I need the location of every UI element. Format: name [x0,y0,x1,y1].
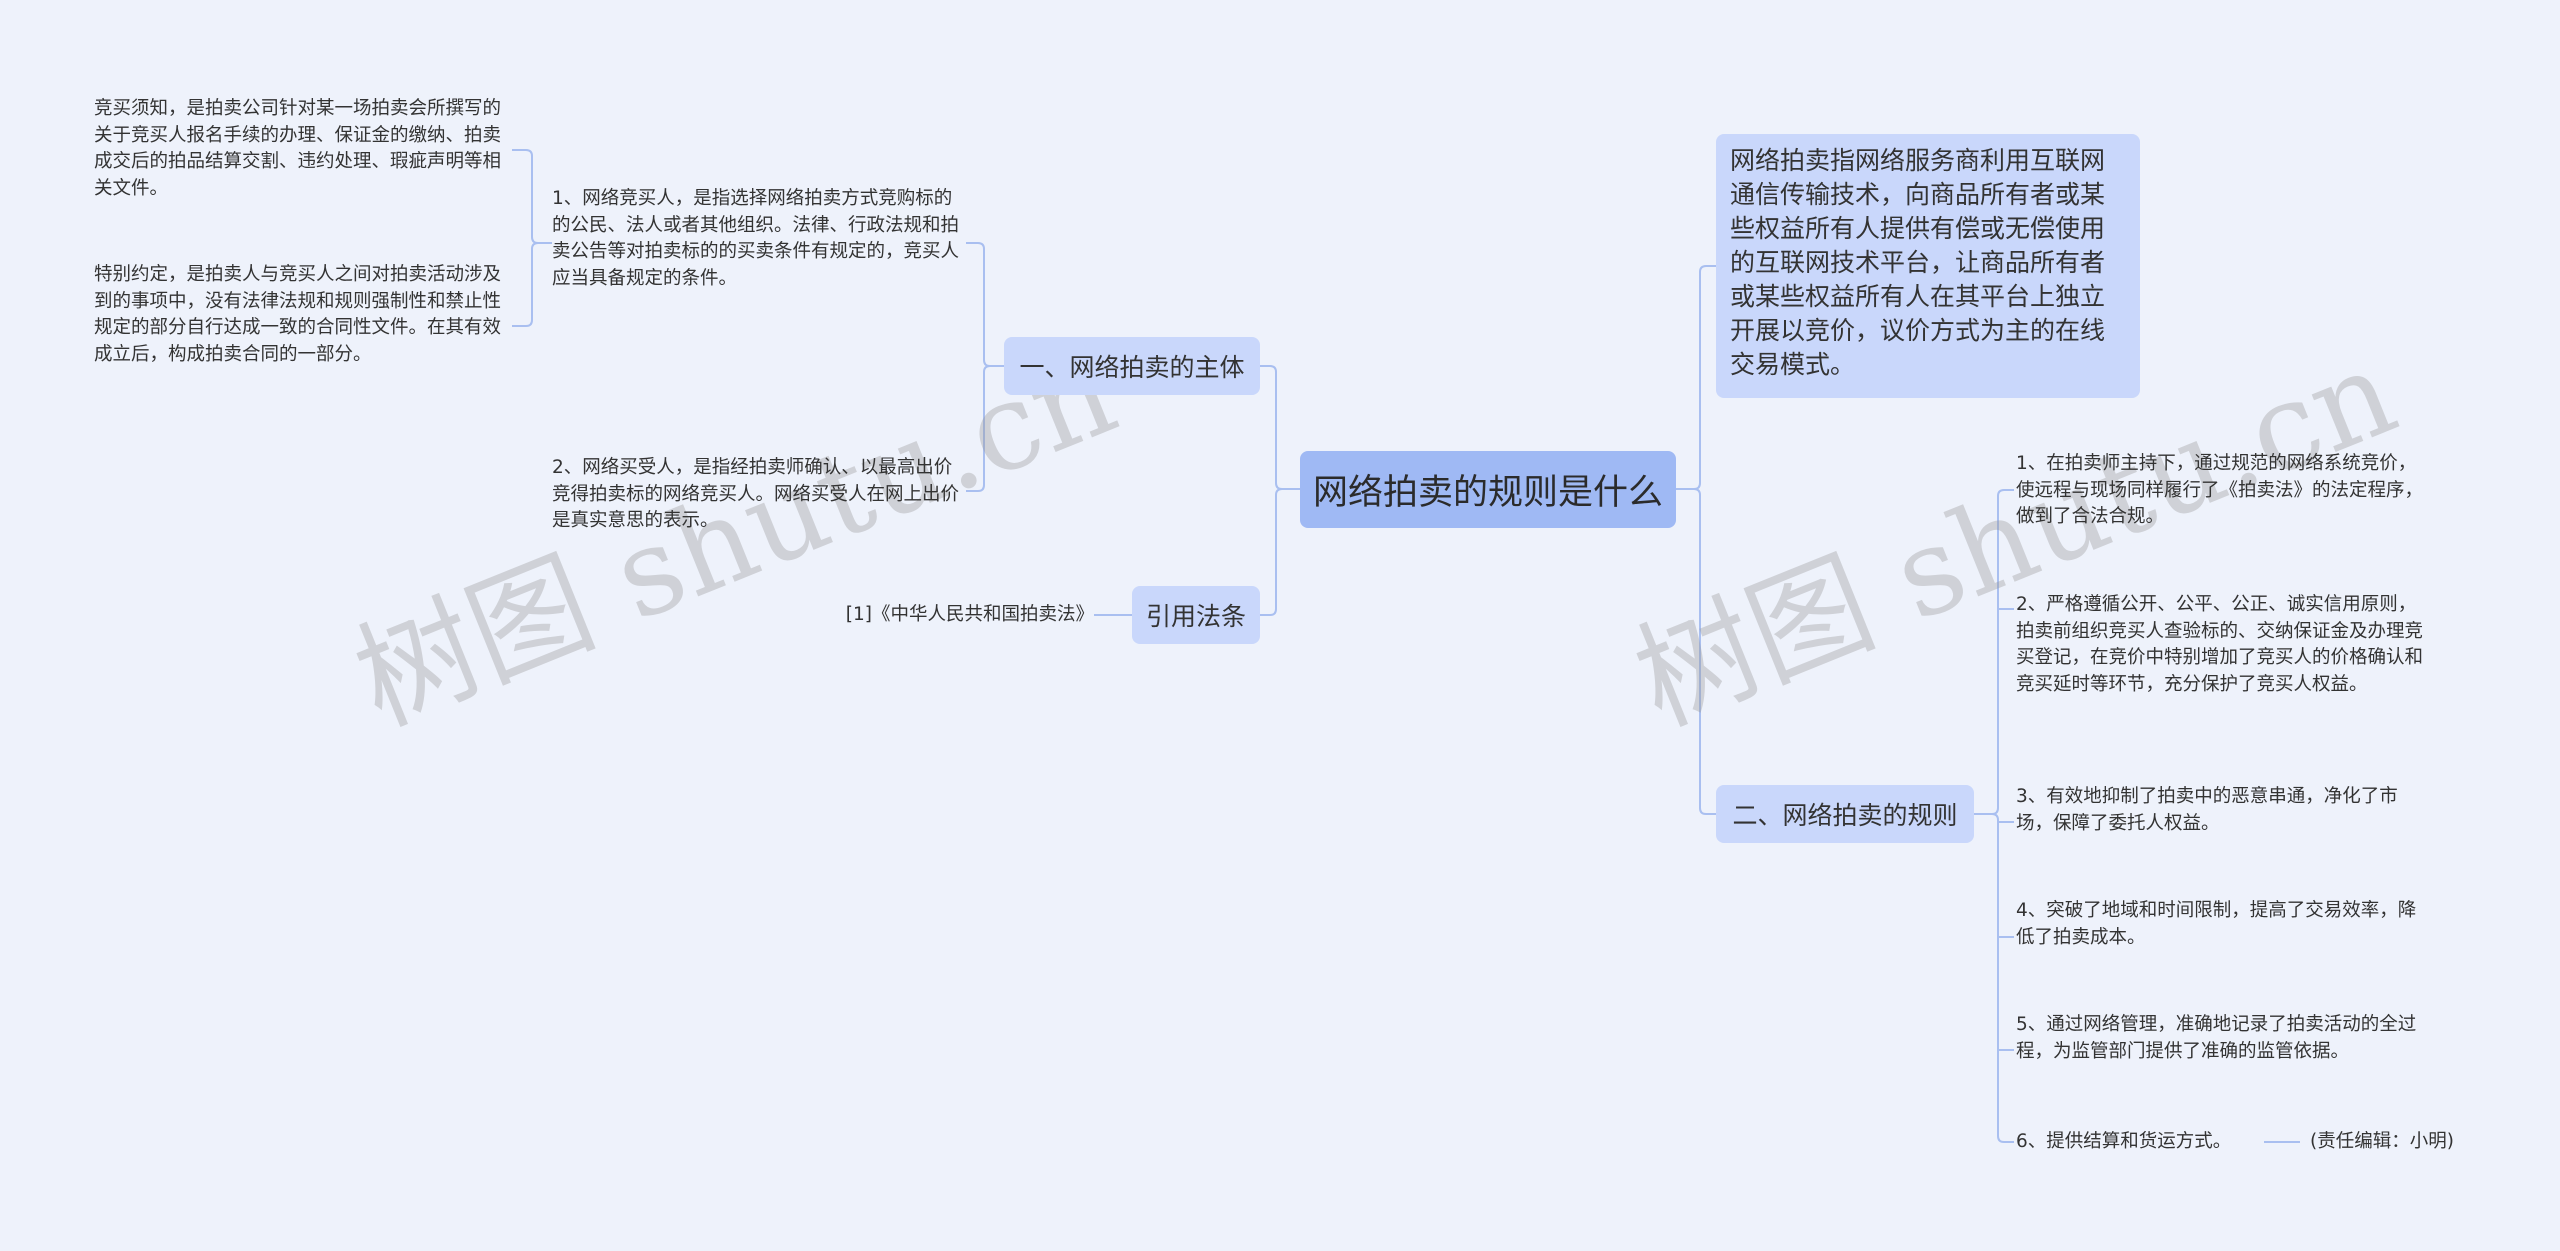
editor-note[interactable]: (责任编辑：小明) [2310,1131,2454,1152]
bidder-detail-agreement[interactable]: 特别约定，是拍卖人与竞买人之间对拍卖活动涉及到的事项中，没有法律法规和规则强制性… [94,264,502,365]
branch-rules[interactable]: 二、网络拍卖的规则 [1716,785,1974,843]
subject-item-bidder[interactable]: 1、网络竞买人，是指选择网络拍卖方式竞购标的的公民、法人或者其他组织。法律、行政… [552,188,960,289]
central-topic[interactable]: 网络拍卖的规则是什么 [1300,451,1676,528]
rules-item[interactable]: 2、严格遵循公开、公平、公正、诚实信用原则，拍卖前组织竞买人查验标的、交纳保证金… [2016,594,2424,695]
branch-subject[interactable]: 一、网络拍卖的主体 [1004,337,1260,395]
bidder-detail-notice[interactable]: 竞买须知，是拍卖公司针对某一场拍卖会所撰写的关于竞买人报名手续的办理、保证金的缴… [94,98,502,199]
definition-box[interactable]: 网络拍卖指网络服务商利用互联网通信传输技术，向商品所有者或某些权益所有人提供有偿… [1716,134,2140,398]
rules-item[interactable]: 3、有效地抑制了拍卖中的恶意串通，净化了市场，保障了委托人权益。 [2016,786,2398,834]
branch-law[interactable]: 引用法条 [1132,586,1260,644]
rules-item[interactable]: 1、在拍卖师主持下，通过规范的网络系统竞价，使远程与现场同样履行了《拍卖法》的法… [2016,453,2424,527]
rules-item[interactable]: 4、突破了地域和时间限制，提高了交易效率，降低了拍卖成本。 [2016,900,2417,948]
subject-item-buyer[interactable]: 2、网络买受人，是指经拍卖师确认、以最高出价竞得拍卖标的网络竞买人。网络买受人在… [552,457,960,531]
rules-item[interactable]: 5、通过网络管理，准确地记录了拍卖活动的全过程，为监管部门提供了准确的监管依据。 [2016,1014,2417,1062]
rules-item[interactable]: 6、提供结算和货运方式。 [2016,1131,2232,1152]
law-item[interactable]: [1]《中华人民共和国拍卖法》 [845,604,1094,625]
